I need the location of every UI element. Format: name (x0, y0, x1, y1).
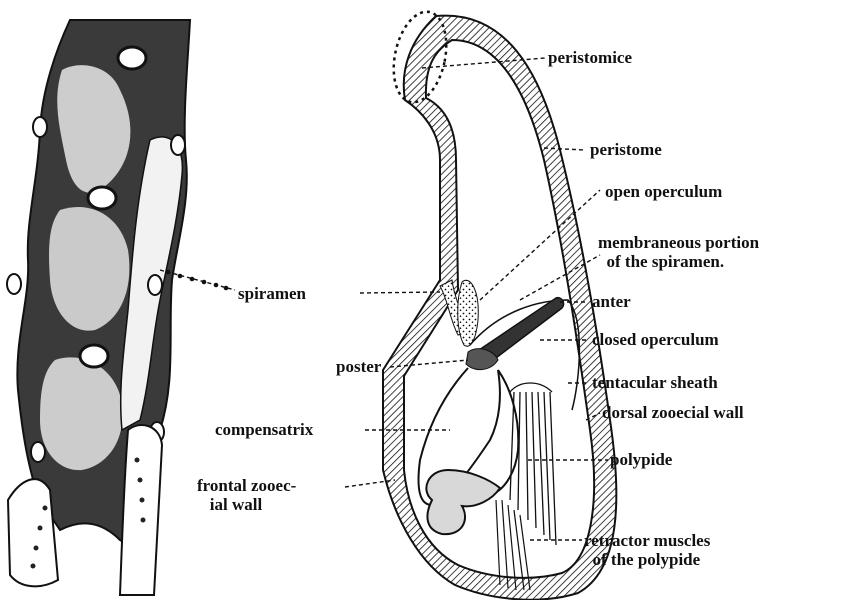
label-peristome: peristome (590, 141, 662, 158)
label-peristomice: peristomice (548, 49, 632, 66)
colony-branch-illustration (7, 20, 190, 595)
label-frontal-zooecial-wall: frontal zooec- ial wall (197, 476, 296, 514)
side-peristome (33, 117, 47, 137)
label-tentacular-sheath: tentacular sheath (592, 374, 718, 391)
zooecium-wall (383, 16, 616, 600)
label-open-operculum: open operculum (605, 183, 722, 200)
side-peristome (31, 442, 45, 462)
label-closed-operculum: closed operculum (592, 331, 719, 348)
side-peristome (171, 135, 185, 155)
label-spiramen: spiramen (238, 285, 306, 302)
lower-left-zooecium (8, 479, 58, 586)
side-peristome (148, 275, 162, 295)
peristome-opening (118, 47, 146, 69)
side-peristome (7, 274, 21, 294)
label-compensatrix: compensatrix (215, 421, 313, 438)
peristome-opening (80, 345, 108, 367)
label-membraneous-portion: membraneous portion of the spiramen. (598, 233, 759, 271)
label-poster: poster (336, 358, 381, 375)
peristome-opening (88, 187, 116, 209)
tentacles (510, 383, 556, 545)
label-anter: anter (592, 293, 631, 310)
polypide-stomach (426, 470, 500, 534)
zooecium-section (383, 7, 616, 600)
label-polypide: polypide (610, 451, 672, 468)
open-operculum (458, 280, 479, 346)
label-dorsal-zooecial-wall: dorsal zooecial wall (602, 404, 744, 421)
label-retractor-muscles: retractor muscles of the polypide (584, 531, 710, 569)
lower-right-zooecium (120, 425, 162, 595)
